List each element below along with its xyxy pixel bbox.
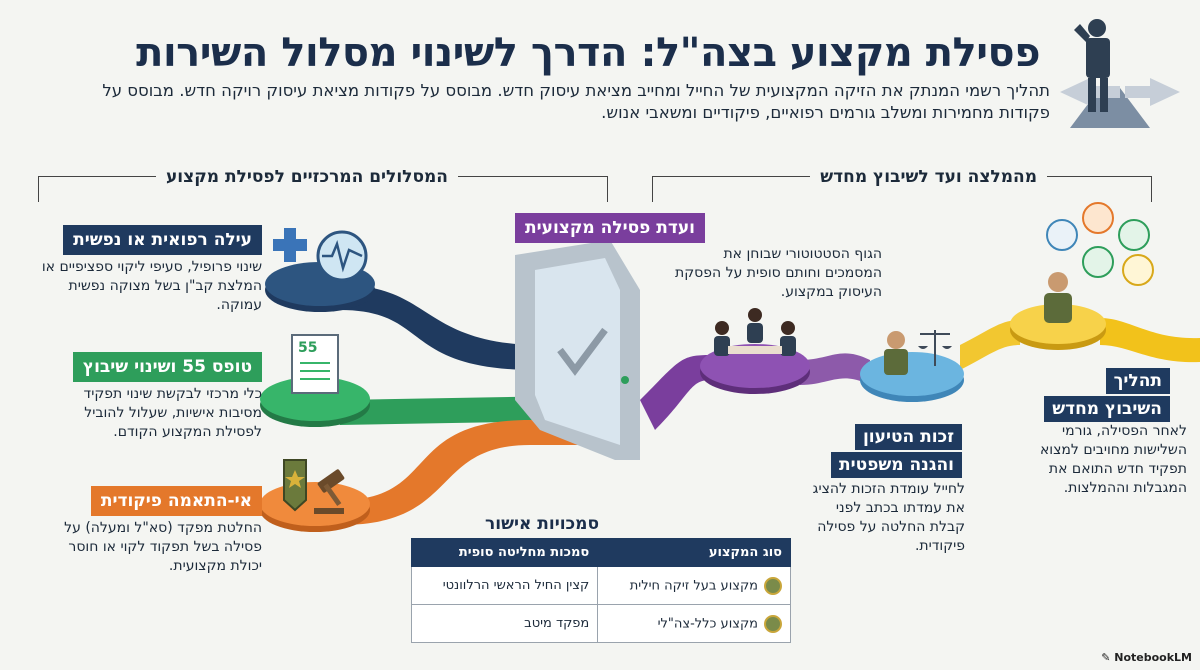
- profession-cell: מקצוע כלל-צה"לי: [597, 604, 791, 643]
- table-row: מקצוע בעל זיקה חילית קצין החיל הראשי הרל…: [410, 566, 791, 605]
- approval-title: סמכויות אישור: [485, 514, 600, 534]
- profession-type: מקצוע בעל זיקה חילית: [629, 578, 758, 593]
- page-subtitle: תהליך רשמי המנתק את הזיקה המקצועית של הח…: [102, 81, 1050, 122]
- authority-cell: קצין החיל הראשי הרלוונטי: [410, 566, 599, 605]
- form-label: טופס 55 ושינוי שיבוץ: [72, 352, 262, 382]
- approval-table: סוג המקצוע סמכות מחליטה סופית מקצוע בעל …: [410, 538, 791, 643]
- soldier-reassigned-icon: [1044, 272, 1072, 323]
- page-title: פסילת מקצוע בצה"ל: הדרך לשינוי מסלול השי…: [136, 30, 1040, 76]
- hearing-label-1: זכות הטיעון: [854, 424, 962, 450]
- form-item: טופס 55 ושינוי שיבוץ: [72, 352, 262, 382]
- head-brainwave-icon: [316, 230, 368, 282]
- soldier-crossroads-icon: [1060, 19, 1180, 128]
- idf-emblem-icon: [764, 614, 782, 633]
- hearing-description: לחייל עומדת הזכות להציג את עמדתו בכתב לפ…: [812, 481, 965, 554]
- profession-cell: מקצוע בעל זיקה חילית: [597, 566, 791, 605]
- command-item: אי-התאמה פיקודית: [90, 486, 262, 516]
- medical-description: שינוי פרופיל, סעיפי ליקוי ספציפיים או המ…: [41, 259, 262, 313]
- approval-gate: [515, 240, 640, 460]
- header-final-authority: סמכות מחליטה סופית: [410, 538, 599, 567]
- medical-cross-icon: [273, 228, 307, 262]
- right-section-heading: מהמלצה ועד לשיבוץ מחדש: [652, 160, 1152, 202]
- profession-type: מקצוע כלל-צה"לי: [657, 616, 758, 631]
- committee-item: ועדת פסילה מקצועית: [515, 213, 705, 243]
- form-number: 55: [298, 340, 318, 356]
- reassignment-label-1: תהליך: [1105, 368, 1170, 394]
- soldier-scales-icon: [884, 330, 952, 375]
- command-label: אי-התאמה פיקודית: [90, 486, 262, 516]
- form-description: כלי מרכזי לבקשת שינוי תפקיד מסיבות אישיו…: [83, 386, 262, 440]
- job-options-icons: [1046, 202, 1154, 286]
- rank-insignia-icon: [283, 459, 307, 512]
- committee-label: ועדת פסילה מקצועית: [515, 213, 705, 243]
- reassignment-label-2: השיבוץ מחדש: [1044, 396, 1170, 422]
- left-section-title: המסלולים המרכזיים לפסילת מקצוע: [155, 167, 458, 187]
- approval-header-row: סוג המקצוע סמכות מחליטה סופית: [410, 538, 791, 567]
- committee-people-icon: [714, 308, 796, 356]
- reassignment-path: [1010, 304, 1200, 363]
- medical-label: עילה רפואית או נפשית: [63, 225, 262, 255]
- reassignment-item: תהליך השיבוץ מחדש: [1044, 368, 1170, 422]
- form-document-icon: [291, 334, 339, 394]
- brand-icon: ✎: [1101, 651, 1115, 664]
- gavel-icon: [314, 469, 345, 514]
- committee-description: הגוף הסטטוטורי שבוחן את המסמכים וחותם סו…: [675, 246, 882, 300]
- left-section-heading: המסלולים המרכזיים לפסילת מקצוע: [38, 160, 608, 202]
- medical-item: עילה רפואית או נפשית: [63, 225, 262, 255]
- hearing-item: זכות הטיעון והגנה משפטית: [831, 424, 962, 478]
- authority-cell: מפקד מיטב: [410, 604, 599, 643]
- idf-emblem-icon: [764, 576, 782, 595]
- committee-path: [640, 344, 870, 430]
- right-section-title: מהמלצה ועד לשיבוץ מחדש: [810, 167, 1047, 187]
- hearing-label-2: והגנה משפטית: [831, 452, 962, 478]
- reassignment-description: לאחר הפסילה, גורמי השלישות מחויבים למצוא…: [1039, 423, 1187, 496]
- brand-mark: ✎ NotebookLM: [1101, 651, 1192, 664]
- brand-label: NotebookLM: [1114, 651, 1192, 664]
- table-row: מקצוע כלל-צה"לי מפקד מיטב: [410, 604, 791, 643]
- header-profession-type: סוג המקצוע: [597, 538, 791, 567]
- command-description: החלטת מפקד (סא"ל ומעלה) על פסילה בשל תפק…: [64, 520, 262, 574]
